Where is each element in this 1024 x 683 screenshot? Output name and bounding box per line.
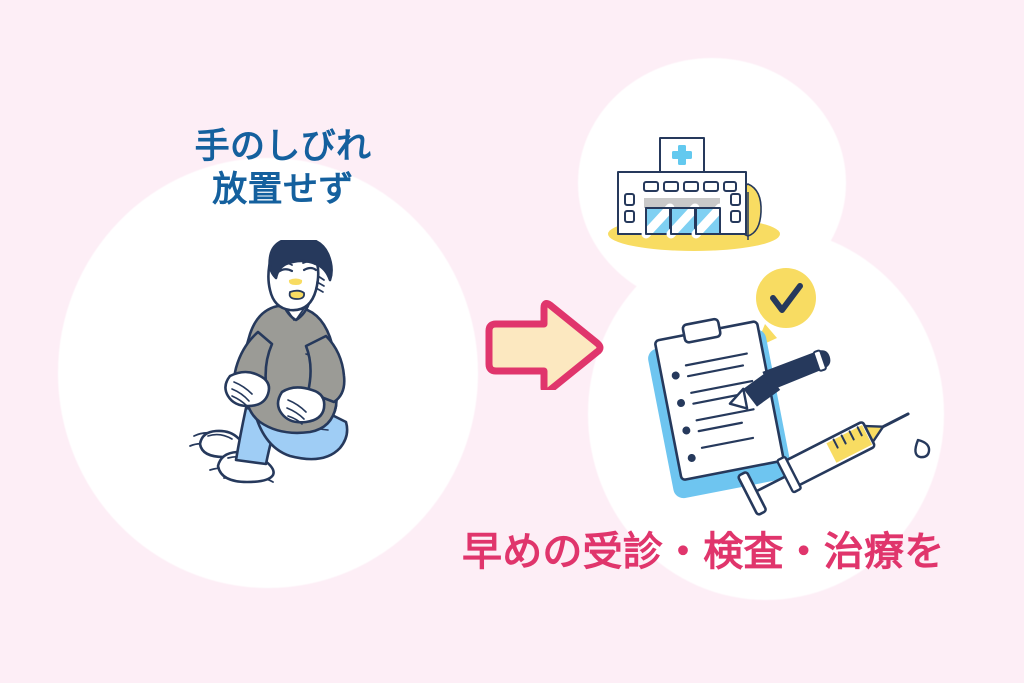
bottom-title: 早めの受診・検査・治療を [462,530,945,574]
clipboard-clip [681,317,722,344]
left-title: 手のしびれ 放置せず [194,127,372,209]
pen [728,349,831,410]
cheek-lines [315,275,325,293]
hospital-side-windows [624,193,741,223]
droplet-icon [914,438,931,459]
sleeve-right [304,334,346,404]
check-icon [770,283,803,313]
syringe [737,412,910,516]
medical-chart-illustration [640,262,942,518]
checklist-rows [671,352,755,462]
hospital-awning [644,198,720,208]
syringe-graduations [832,426,863,449]
hand-right [276,386,326,425]
seated-man-illustration [186,236,386,484]
hospital-illustration [598,132,794,258]
hospital-entrance-doors [641,203,725,239]
clipboard [648,317,792,499]
right-arrow-icon [485,300,604,395]
hand-left [224,370,271,408]
hospital-upper-windows [643,181,737,192]
right-arrow [482,298,604,395]
hospital-cross-icon [672,145,692,165]
